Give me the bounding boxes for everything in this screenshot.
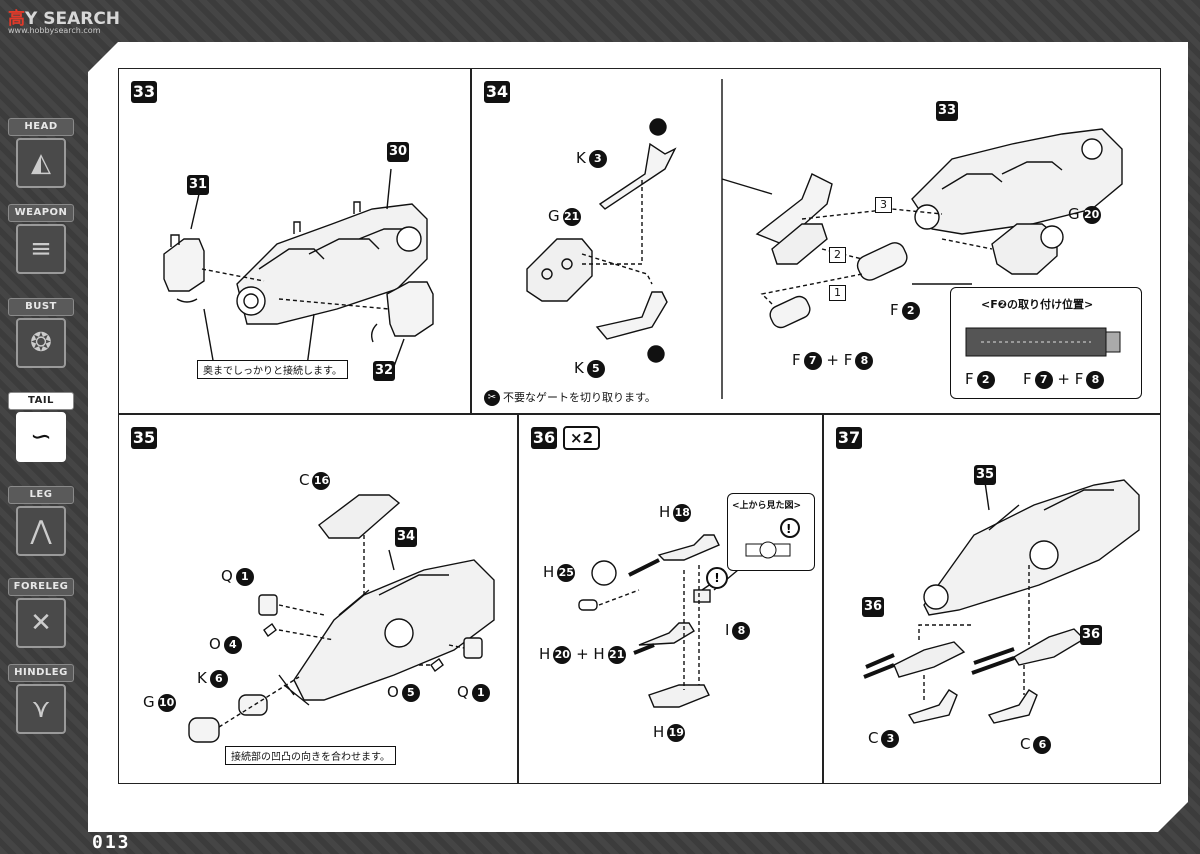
part-ref-32: 32	[373, 361, 395, 381]
tail-icon: ∽	[16, 412, 66, 462]
warning-icon: !	[786, 522, 792, 536]
top-view-inset: <上から見た図> !	[727, 493, 815, 571]
page-number: 013	[92, 832, 131, 853]
watermark: 高Y SEARCH	[8, 9, 121, 29]
sidebar-item-head[interactable]: HEAD ◭	[6, 118, 74, 196]
step-34-drawing	[526, 79, 1123, 399]
step-number: 36	[531, 427, 557, 449]
part-ref-35: 35	[974, 465, 996, 485]
step-number: 35	[131, 427, 157, 449]
sequence-2: 2	[829, 247, 846, 263]
sidebar-item-hindleg[interactable]: HINDLEG ⋎	[6, 664, 74, 742]
step-36-drawing	[578, 534, 745, 708]
top-view-drawing	[745, 518, 800, 559]
sidebar-item-leg[interactable]: LEG ⋀	[6, 486, 74, 564]
weapon-icon: ≡	[16, 224, 66, 274]
warning-icon: !	[706, 567, 728, 589]
step-number: 37	[836, 427, 862, 449]
part-ref-30: 30	[387, 142, 409, 162]
part-ref-31: 31	[187, 175, 209, 195]
part-ref-36-left: 36	[862, 597, 884, 617]
watermark-sub: www.hobbysearch.com	[8, 26, 101, 35]
step-35-panel: 35	[118, 414, 518, 784]
step-number: 33	[131, 81, 157, 103]
step-33-drawing	[163, 168, 434, 370]
leg-icon: ⋀	[16, 506, 66, 556]
f2-position-drawing	[965, 327, 1121, 357]
step-37-drawing	[863, 474, 1140, 724]
sequence-1: 1	[829, 285, 846, 301]
step-35-drawing	[188, 494, 495, 743]
bust-icon: ❂	[16, 318, 66, 368]
step-33-note: 奥までしっかりと接続します。	[197, 360, 348, 379]
step-33-panel: 33 31 30 32 奥までしっかりと接続します。	[118, 68, 471, 414]
hindleg-icon: ⋎	[16, 684, 66, 734]
cut-gate-note: ✂不要なゲートを切り取ります。	[484, 389, 656, 406]
sidebar-item-bust[interactable]: BUST ❂	[6, 298, 74, 376]
step-34-panel: 34	[471, 68, 1161, 414]
sidebar-item-foreleg[interactable]: FORELEG ✕	[6, 578, 74, 656]
sequence-3: 3	[875, 197, 892, 213]
part-ref-36-right: 36	[1080, 625, 1102, 645]
cut-icon: ✂	[484, 390, 500, 406]
part-ref-33: 33	[936, 101, 958, 121]
foreleg-icon: ✕	[16, 598, 66, 648]
step-35-note: 接続部の凹凸の向きを合わせます。	[225, 746, 396, 765]
sidebar-item-weapon[interactable]: WEAPON ≡	[6, 204, 74, 282]
multiplier-badge: ×2	[563, 426, 601, 450]
step-number: 34	[484, 81, 510, 103]
part-ref-34: 34	[395, 527, 417, 547]
sidebar-item-tail[interactable]: TAIL ∽	[6, 392, 74, 470]
head-icon: ◭	[16, 138, 66, 188]
